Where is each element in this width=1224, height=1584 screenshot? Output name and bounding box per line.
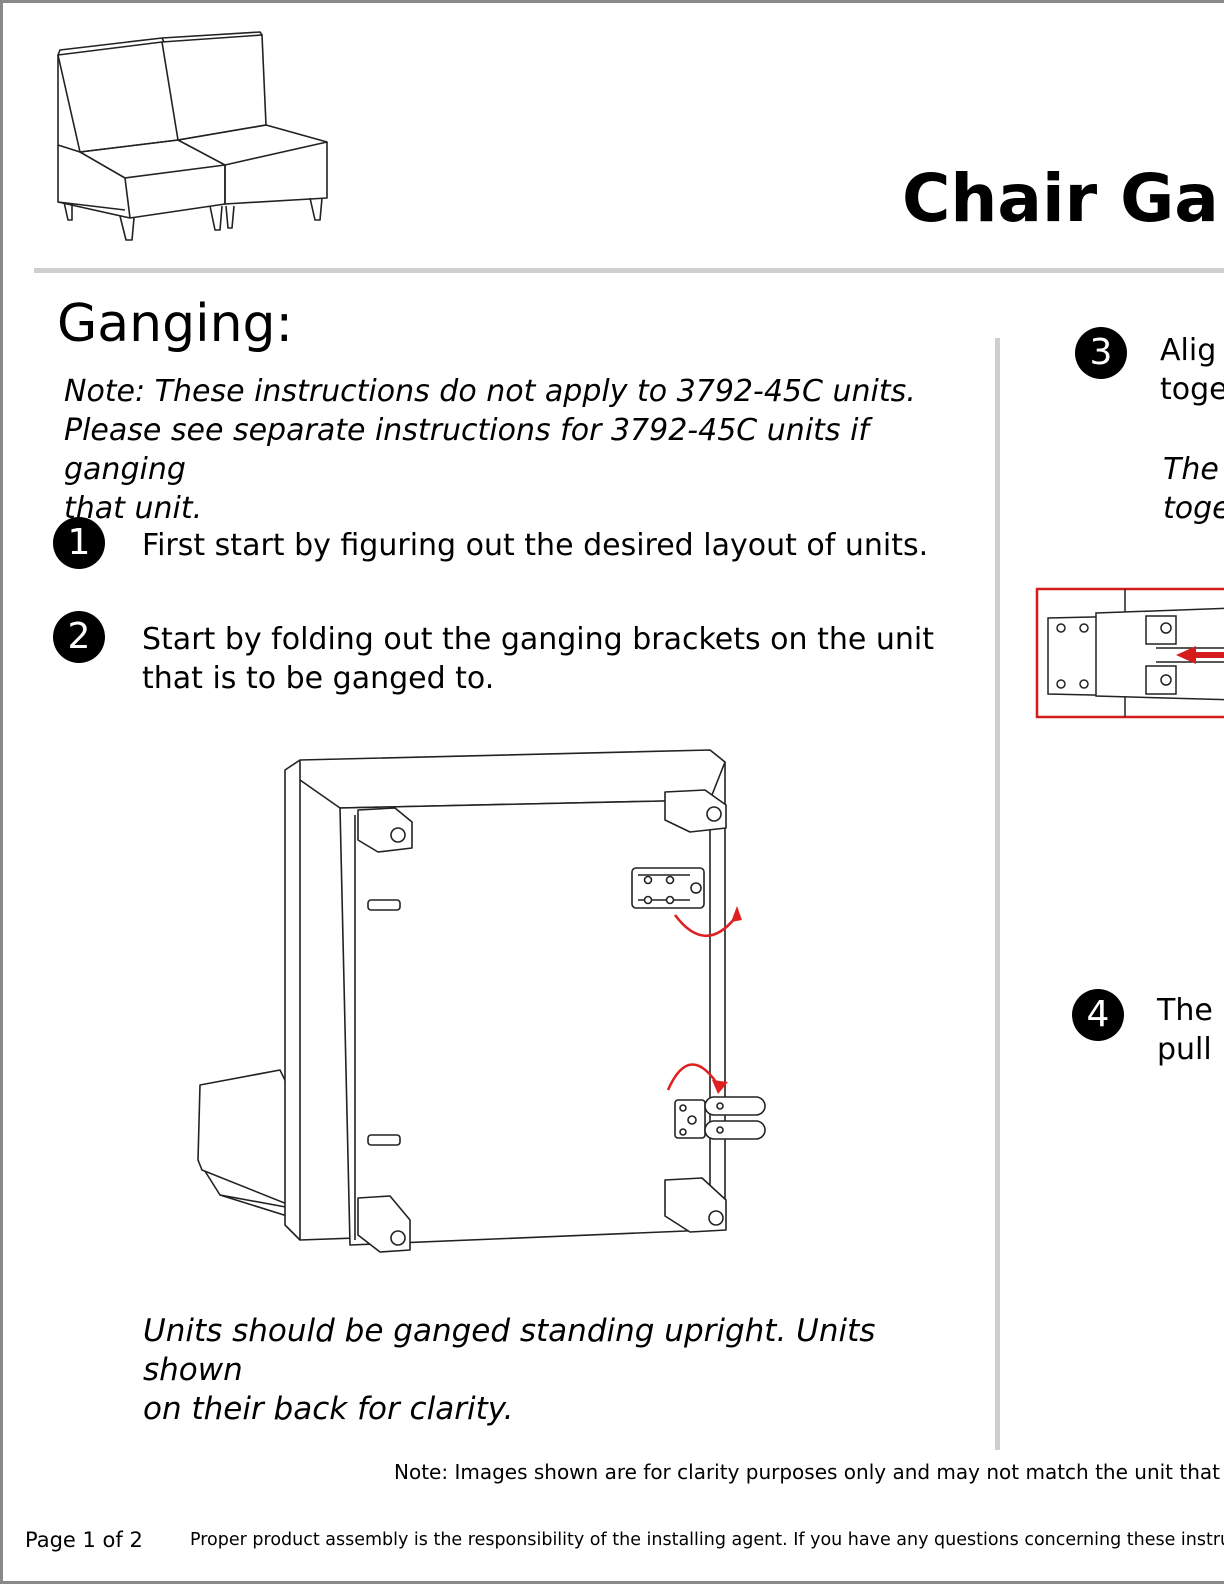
step-3-text: Alig toge bbox=[1160, 331, 1224, 409]
step-2-text: Start by folding out the ganging bracket… bbox=[142, 620, 934, 698]
page-border-top bbox=[0, 0, 1224, 3]
step-number-2: 2 bbox=[53, 611, 105, 663]
page-border-bottom bbox=[0, 1581, 1224, 1584]
step-2-line: Start by folding out the ganging bracket… bbox=[142, 622, 934, 657]
orientation-line: Units should be ganged standing upright.… bbox=[143, 1313, 876, 1388]
step-4-line: The bbox=[1157, 993, 1213, 1028]
step-3-note-line: toge bbox=[1163, 491, 1224, 526]
page-title: Chair Gan bbox=[902, 160, 1224, 237]
orientation-line: on their back for clarity. bbox=[143, 1391, 514, 1427]
note-line: Note: These instructions do not apply to… bbox=[64, 374, 916, 409]
orientation-note: Units should be ganged standing upright.… bbox=[143, 1312, 973, 1429]
ganging-note: Note: These instructions do not apply to… bbox=[64, 372, 984, 528]
step-4-text: The pull bbox=[1157, 991, 1213, 1069]
step-3-note: The toge bbox=[1163, 450, 1224, 528]
step-number-1: 1 bbox=[53, 517, 105, 569]
page-border-left bbox=[0, 0, 3, 1584]
page-number: Page 1 of 2 bbox=[25, 1528, 143, 1552]
step-number-3: 3 bbox=[1075, 327, 1127, 379]
note-line: Please see separate instructions for 379… bbox=[64, 413, 869, 487]
header-divider bbox=[34, 268, 1224, 273]
column-divider bbox=[995, 338, 1000, 1450]
bracket-detail-callout bbox=[1035, 587, 1224, 719]
note-line: that unit. bbox=[64, 491, 203, 526]
step-3-line: toge bbox=[1160, 372, 1224, 407]
chair-bracket-illustration bbox=[197, 749, 766, 1253]
assembly-disclaimer: Proper product assembly is the responsib… bbox=[190, 1530, 1224, 1550]
step-number-4: 4 bbox=[1072, 989, 1124, 1041]
section-heading: Ganging: bbox=[57, 294, 294, 354]
step-3-note-line: The bbox=[1163, 452, 1219, 487]
footer-note: Note: Images shown are for clarity purpo… bbox=[394, 1460, 1224, 1484]
step-2-line: that is to be ganged to. bbox=[142, 661, 495, 696]
loveseat-illustration bbox=[57, 31, 328, 241]
step-1-text: First start by figuring out the desired … bbox=[142, 528, 929, 563]
step-3-line: Alig bbox=[1160, 333, 1217, 368]
step-4-line: pull bbox=[1157, 1032, 1212, 1067]
